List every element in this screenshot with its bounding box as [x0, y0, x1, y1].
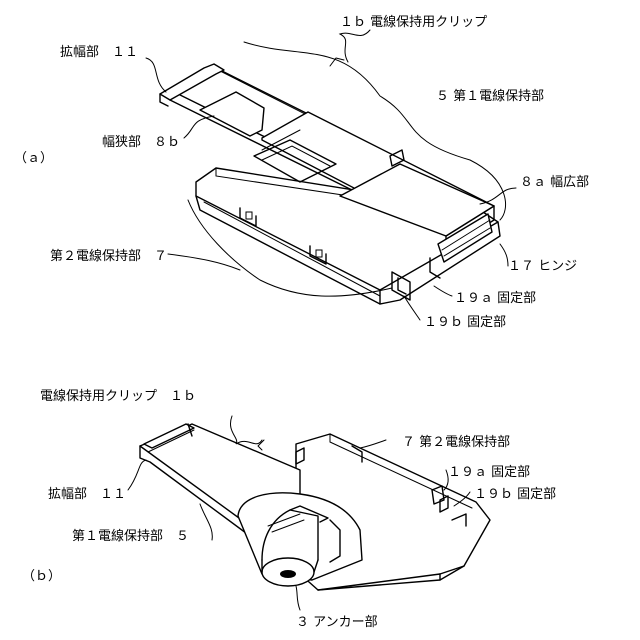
label-narrow-8b-a: 幅狭部 ８ｂ: [102, 135, 180, 150]
label-wide-end-11-a: 拡幅部 １１: [60, 45, 138, 60]
label-first-holder-5-a: ５ 第１電線保持部: [436, 88, 544, 104]
label-clip-1b-b: 電線保持用クリップ １ｂ: [40, 388, 196, 404]
label-wide-end-11-b: 拡幅部 １１: [48, 487, 126, 502]
label-fix-19a-b: １９ａ 固定部: [448, 465, 530, 480]
label-wide-8a-a: ８ａ 幅広部: [520, 175, 589, 190]
label-fix-19b-a: １９ｂ 固定部: [424, 315, 506, 330]
label-fix-19b-b: １９ｂ 固定部: [474, 487, 556, 502]
label-first-holder-5-b: 第１電線保持部 ５: [72, 528, 189, 544]
figure-a: １ｂ 電線保持用クリップ 拡幅部 １１ ５ 第１電線保持部 幅狭部 ８ｂ （ａ）…: [14, 14, 589, 330]
label-anchor-3-b: ３ アンカー部: [296, 615, 378, 630]
panel-label-a: （ａ）: [14, 151, 53, 166]
panel-label-b: （ｂ）: [22, 569, 61, 584]
label-clip-1b-a: １ｂ 電線保持用クリップ: [340, 14, 487, 30]
label-second-holder-7-b: ７ 第２電線保持部: [402, 434, 510, 450]
label-fix-19a-a: １９ａ 固定部: [454, 291, 536, 306]
figure-b: 電線保持用クリップ １ｂ ７ 第２電線保持部 １９ａ 固定部 １９ｂ 固定部 拡…: [22, 388, 556, 630]
label-hinge-17-a: １７ ヒンジ: [508, 259, 577, 274]
label-second-holder-7-a: 第２電線保持部 ７: [50, 248, 167, 264]
